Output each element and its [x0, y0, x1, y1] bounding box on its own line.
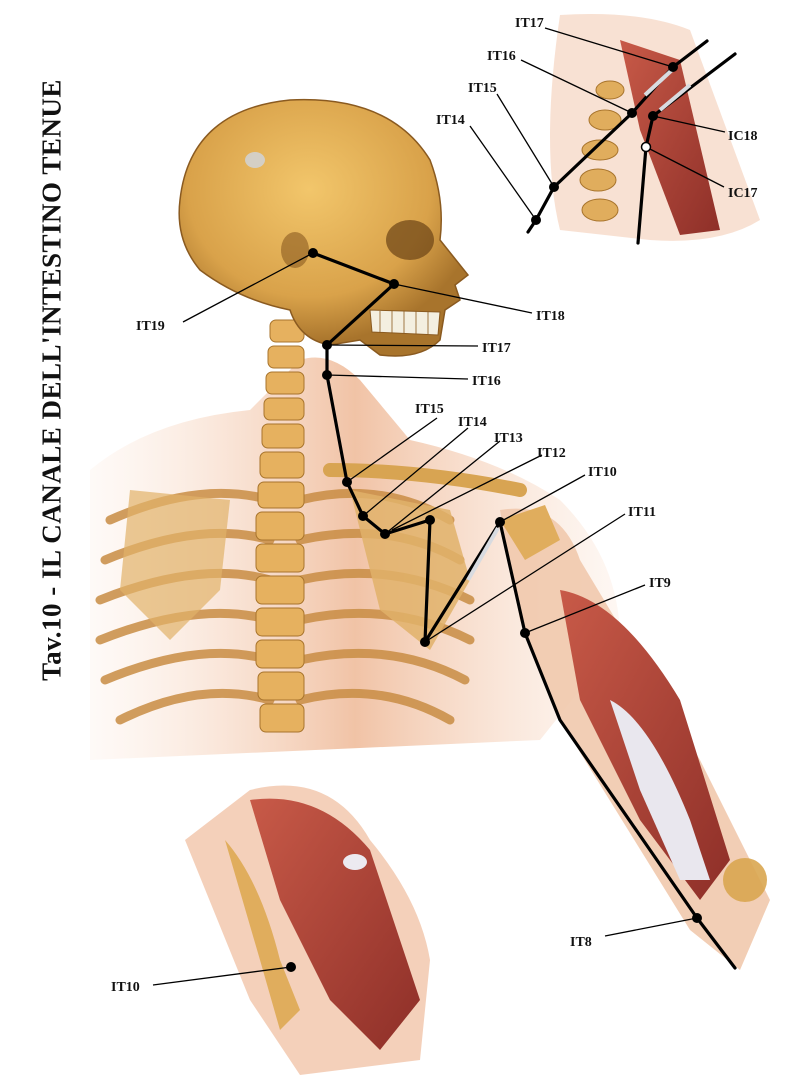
label-inset-it15: IT15 [468, 81, 497, 96]
label-inset-it14: IT14 [436, 113, 465, 128]
label-leaders [152, 27, 726, 986]
point-it10 [495, 517, 505, 527]
point-it9 [520, 628, 530, 638]
label-inset-it16: IT16 [487, 49, 516, 64]
label-it11: IT11 [628, 505, 656, 520]
point-inset-it16 [627, 108, 637, 118]
label-it19: IT19 [136, 319, 165, 334]
point-it8 [692, 913, 702, 923]
label-inset-it17: IT17 [515, 16, 544, 31]
point-inset-it14 [531, 215, 541, 225]
label-it12: IT12 [537, 446, 566, 461]
point-it17 [322, 340, 332, 350]
skull-illustration [178, 98, 470, 357]
plate-title: Tav.10 - IL CANALE DELL'INTESTINO TENUE [36, 79, 67, 681]
point-inset-it15 [549, 182, 559, 192]
inset-highlight [643, 68, 674, 97]
label-it13: IT13 [494, 431, 523, 446]
label-inset-it10: IT10 [111, 980, 140, 995]
label-it18: IT18 [536, 309, 565, 324]
acupoints [286, 62, 702, 972]
point-inset-it10 [286, 962, 296, 972]
label-it9: IT9 [649, 576, 671, 591]
label-it14: IT14 [458, 415, 487, 430]
point-it11 [420, 637, 430, 647]
point-inset-ic18 [648, 111, 658, 121]
label-inset-ic17: IC17 [728, 186, 758, 201]
label-it16: IT16 [472, 374, 501, 389]
label-inset-ic18: IC18 [728, 129, 758, 144]
label-it8: IT8 [570, 935, 592, 950]
inset-highlight-2 [658, 83, 692, 112]
point-it18 [389, 279, 399, 289]
label-it15: IT15 [415, 402, 444, 417]
point-inset-ic17 [640, 141, 652, 153]
point-it12 [425, 515, 435, 525]
neck-inset-illustration [550, 14, 760, 241]
point-it14 [358, 511, 368, 521]
arm-illustration [500, 505, 770, 970]
point-it16 [322, 370, 332, 380]
point-it19 [308, 248, 318, 258]
shoulder-inset-illustration [185, 785, 430, 1075]
point-inset-it17 [668, 62, 678, 72]
point-it15 [342, 477, 352, 487]
label-it17: IT17 [482, 341, 511, 356]
shoulder-joint-highlight [466, 527, 500, 581]
label-it10: IT10 [588, 465, 617, 480]
point-it13 [380, 529, 390, 539]
